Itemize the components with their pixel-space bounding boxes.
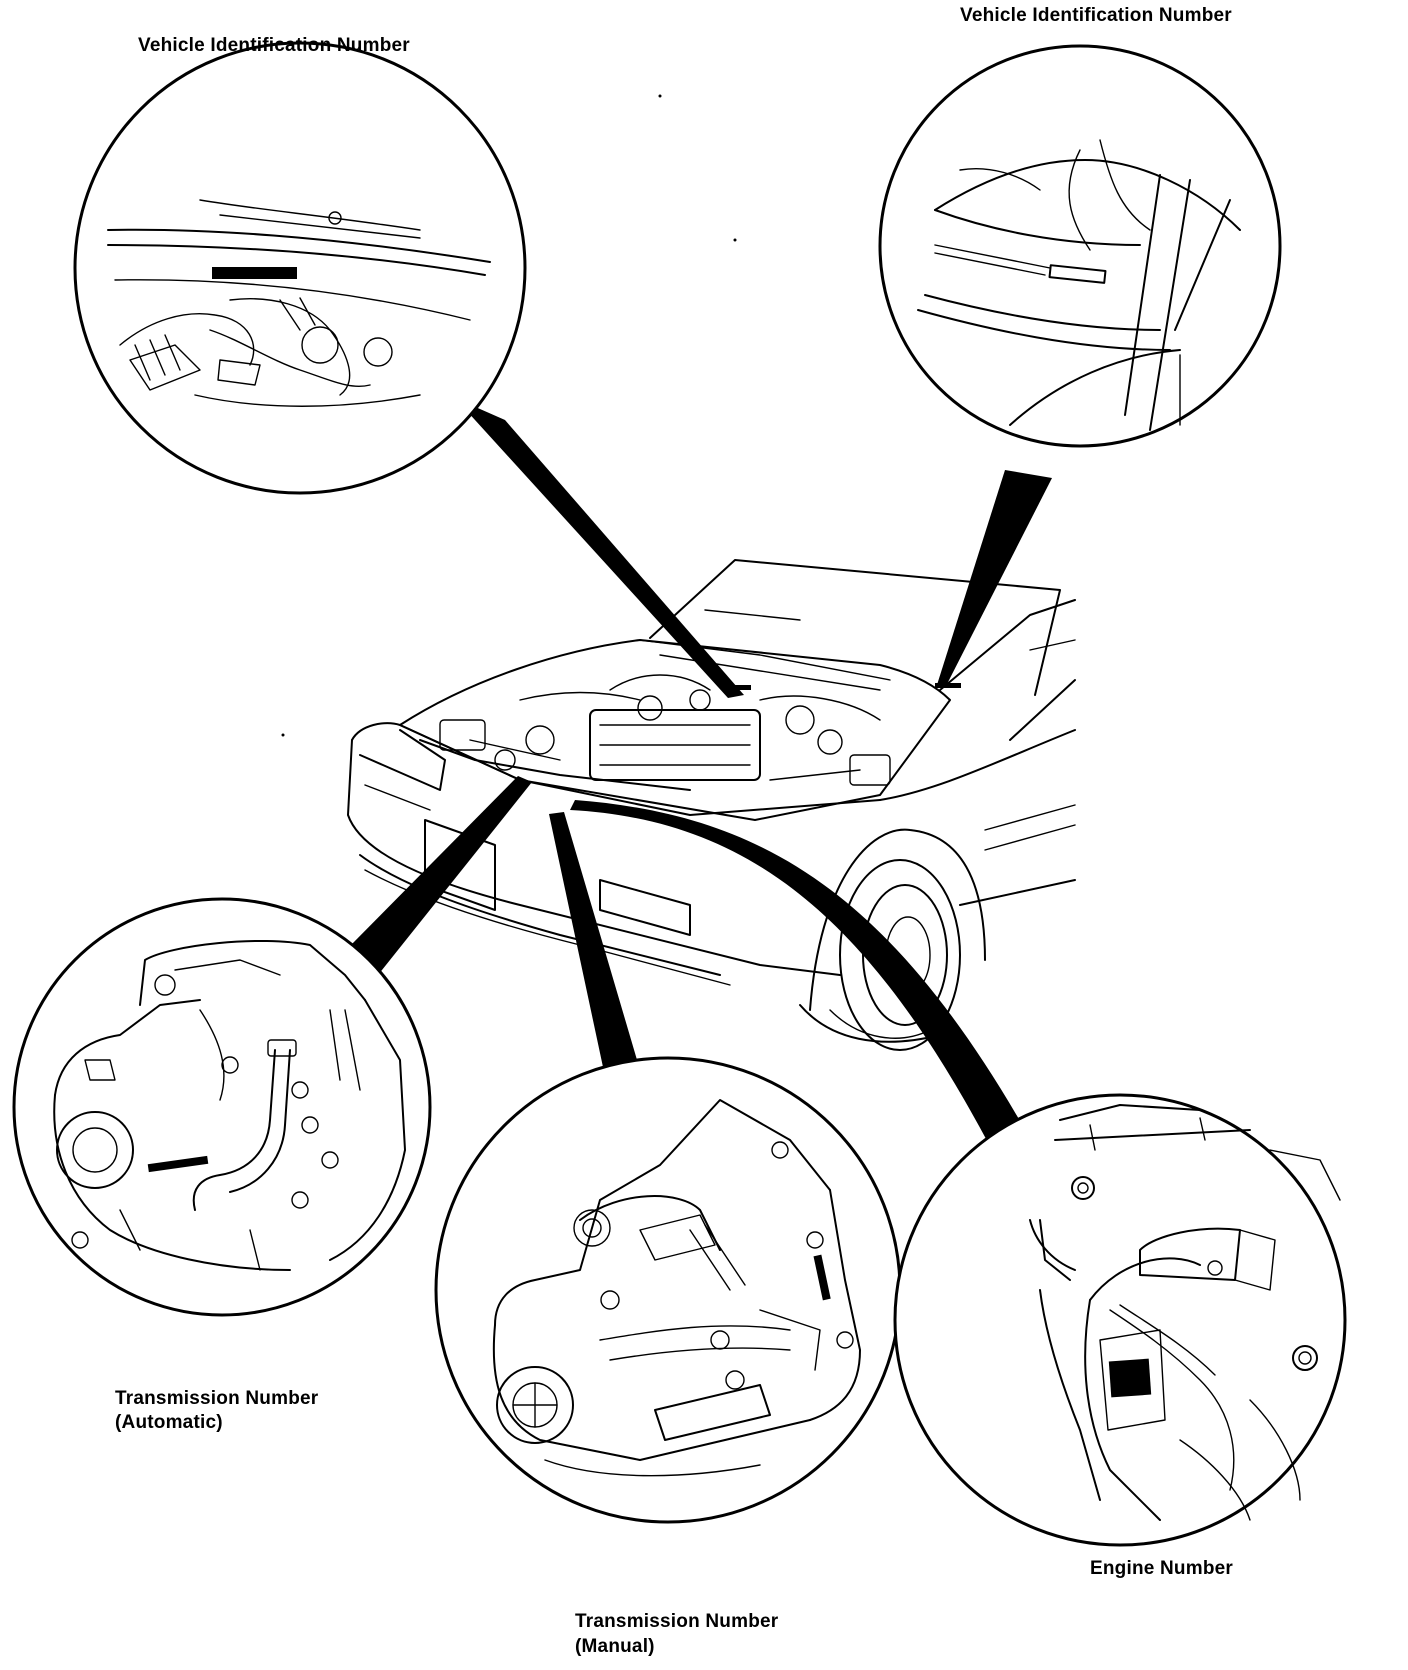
engine-number-mark: [1108, 1358, 1152, 1398]
vin-plate-mark-right: [1048, 264, 1107, 284]
label-trans-auto-line1: Transmission Number: [115, 1388, 319, 1409]
car-illustration: [347, 559, 1076, 1051]
raised-hood: [649, 559, 1061, 696]
detail-engine: [893, 1093, 1347, 1547]
label-trans-auto-line2: (Automatic): [115, 1412, 223, 1433]
label-trans-manual-line1: Transmission Number: [575, 1611, 779, 1632]
trans-auto-number-mark: [147, 1155, 209, 1173]
engine-block: [589, 709, 761, 781]
detail-vin-right: [878, 44, 1282, 448]
detail-circle-vin-right: [878, 44, 1282, 448]
front-wheel: [839, 859, 961, 1051]
detail-circle-vin-left: [73, 41, 527, 495]
license-plate: [424, 819, 496, 911]
pointer-vin-right: [936, 470, 1052, 688]
label-trans-manual-line2: (Manual): [575, 1636, 655, 1657]
label-vin-left: Vehicle Identification Number: [138, 35, 410, 56]
detail-trans-auto: [12, 897, 432, 1317]
trans-manual-number-mark: [813, 1254, 831, 1301]
label-vin-right: Vehicle Identification Number: [960, 5, 1232, 26]
wheel-arch: [809, 828, 986, 1011]
detail-vin-left: [73, 41, 527, 495]
detail-circle-trans-auto: [12, 897, 432, 1317]
pointer-vin-left: [455, 398, 744, 698]
front-fascia: [351, 722, 881, 816]
pointer-trans-auto: [348, 776, 532, 975]
pointer-wedges: [348, 398, 1052, 1175]
pointer-trans-manual: [549, 812, 655, 1128]
label-engine: Engine Number: [1090, 1558, 1234, 1579]
engine-bay: [399, 639, 951, 821]
detail-circle-engine: [893, 1093, 1347, 1547]
detail-trans-manual: [434, 1056, 902, 1524]
vin-plate-mark-left: [212, 267, 297, 279]
